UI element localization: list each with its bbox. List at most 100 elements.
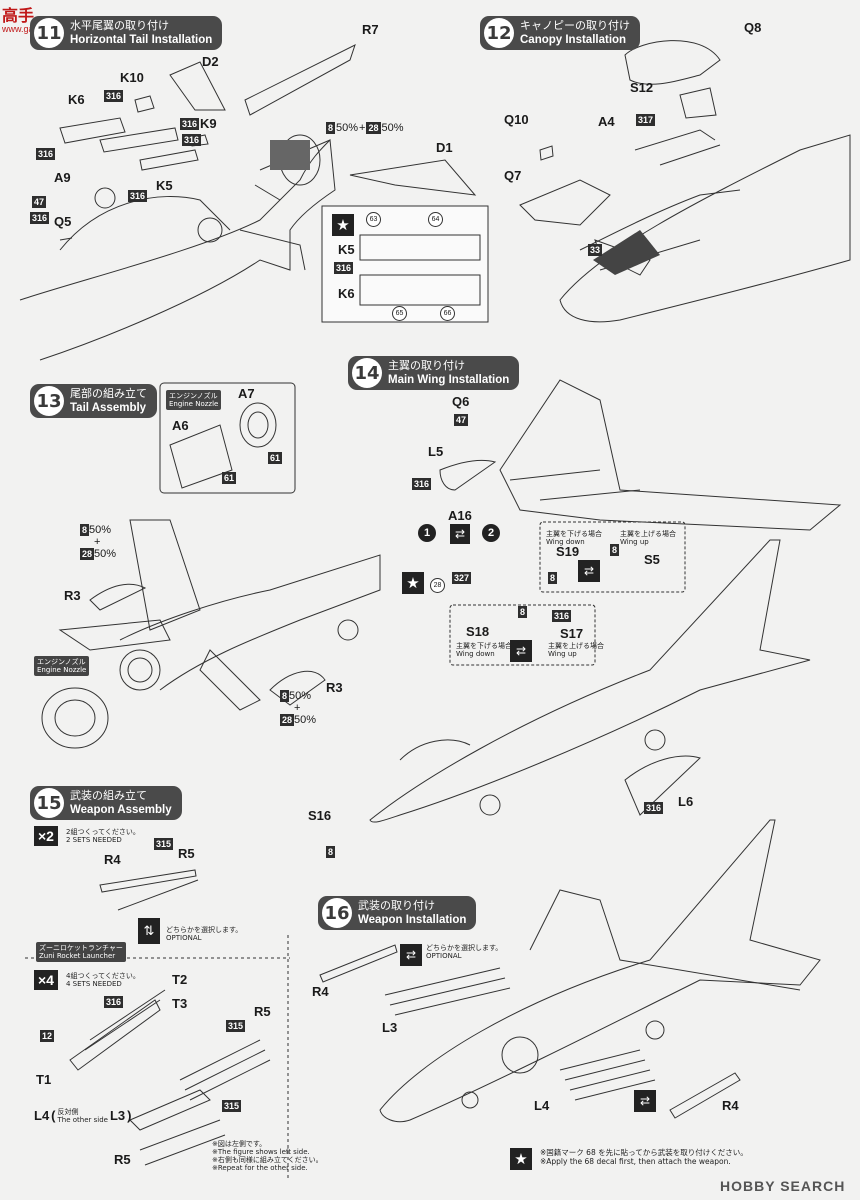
national-marking-note: ※国籍マーク 68 を先に貼ってから武装を取り付けください。※Apply the… [540, 1148, 748, 1166]
step-16-header: 16 武装の取り付け Weapon Installation [318, 896, 477, 930]
step-title-jp: 尾部の組み立て [70, 387, 147, 400]
part-label: A4 [598, 114, 615, 129]
paint-code: 316 [104, 90, 124, 102]
part-label: R3 [326, 680, 343, 695]
paint-code: 315 [154, 838, 174, 850]
paint-code: 61 [268, 452, 283, 464]
part-label: T3 [172, 996, 188, 1011]
part-label: S16 [308, 808, 332, 823]
paint-code: 8 [518, 606, 528, 618]
option-arrows-icon: ⇄ [510, 640, 532, 662]
decal-star-icon: ★ [332, 214, 354, 236]
decal-number: 28 [430, 578, 445, 593]
part-label: A7 [238, 386, 255, 401]
optional-note: どちらかを選択します。OPTIONAL [166, 926, 243, 942]
part-label: L3 [382, 1020, 398, 1035]
step-number: 13 [34, 386, 64, 416]
paint-code: 8 [326, 846, 336, 858]
part-label: A9 [54, 170, 71, 185]
part-label: S5 [644, 552, 660, 567]
part-label: Q7 [504, 168, 522, 183]
step-title-en: Horizontal Tail Installation [70, 34, 213, 46]
left-side-note: ※図は左側です。※The figure shows left side.※右側も… [212, 1140, 323, 1172]
step-number: 16 [322, 898, 352, 928]
paint-code: 316 [552, 610, 572, 622]
part-label: S18 [466, 624, 490, 639]
watermark-logo: 高手 [2, 6, 35, 25]
step-title-en: Weapon Installation [358, 914, 467, 926]
part-label: K10 [120, 70, 144, 85]
part-label: T2 [172, 972, 188, 987]
part-label: Q5 [54, 214, 72, 229]
part-label: D1 [436, 140, 453, 155]
part-label: K5 [156, 178, 173, 193]
quantity-x2: ×2 [34, 826, 58, 846]
paint-code: 316 [334, 262, 354, 274]
part-label: S17 [560, 626, 584, 641]
step-number: 15 [34, 788, 64, 818]
part-label: R4 [722, 1098, 739, 1113]
optional-note: どちらかを選択します。OPTIONAL [426, 944, 503, 960]
paint-code: 61 [222, 472, 237, 484]
paint-code: 316 [644, 802, 664, 814]
optional-arrows-icon: ⇄ [400, 944, 422, 966]
optional-arrows-icon: ⇅ [138, 918, 160, 944]
part-label: R7 [362, 22, 379, 37]
part-label: A16 [448, 508, 472, 523]
paint-code: 47 [454, 414, 469, 426]
step-title-jp: 武装の取り付け [358, 899, 435, 912]
paint-code: 8 [610, 544, 620, 556]
step-14-header: 14 主翼の取り付け Main Wing Installation [348, 356, 520, 390]
part-label: R4 [312, 984, 329, 999]
optional-arrows-icon: ⇄ [634, 1090, 656, 1112]
part-label: L5 [428, 444, 444, 459]
part-label: R4 [104, 852, 121, 867]
part-label: Q10 [504, 112, 529, 127]
step-number: 11 [34, 18, 64, 48]
decal-star-icon: ★ [510, 1148, 532, 1170]
step-title-en: Canopy Installation [520, 34, 627, 46]
part-label: T1 [36, 1072, 52, 1087]
part-label: A6 [172, 418, 189, 433]
part-label: L6 [678, 794, 694, 809]
option-1-icon: 1 [418, 524, 436, 542]
part-label: K9 [200, 116, 217, 131]
two-sets-note: 2組つくってください。2 SETS NEEDED [66, 828, 140, 844]
decal-star-icon: ★ [402, 572, 424, 594]
step-number: 14 [352, 358, 382, 388]
part-label: Q6 [452, 394, 470, 409]
watermark-hobbysearch: HOBBY SEARCH [720, 1178, 846, 1194]
paint-code: 327 [452, 572, 472, 584]
step-title-en: Main Wing Installation [388, 374, 510, 386]
option-2-icon: 2 [482, 524, 500, 542]
part-label: R5 [178, 846, 195, 861]
paint-code: 33 [588, 244, 603, 256]
step-number: 12 [484, 18, 514, 48]
decal-number: 64 [428, 212, 443, 227]
decal-number: 66 [440, 306, 455, 321]
paint-code: 316 [104, 996, 124, 1008]
paint-code: 316 [36, 148, 56, 160]
decal-number: 63 [366, 212, 381, 227]
part-label: D2 [202, 54, 219, 69]
paint-code: 316 [182, 134, 202, 146]
paint-code: 317 [636, 114, 656, 126]
paint-code: 315 [222, 1100, 242, 1112]
four-sets-note: 4組つくってください。4 SETS NEEDED [66, 972, 140, 988]
part-label: S19 [556, 544, 580, 559]
paint-code: 12 [40, 1030, 55, 1042]
part-label: Q8 [744, 20, 762, 35]
step-title-jp: 主翼の取り付け [388, 359, 465, 372]
option-arrows-icon: ⇄ [578, 560, 600, 582]
